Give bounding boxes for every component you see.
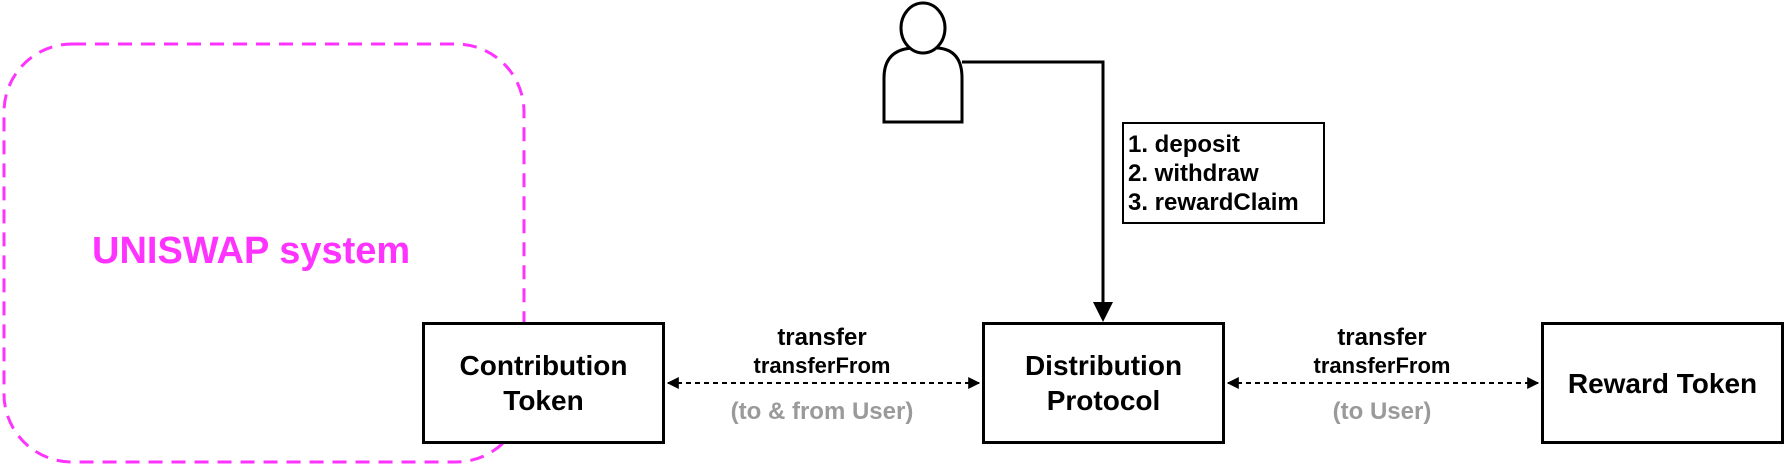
distribution-protocol-label-line2: Protocol [1046, 385, 1161, 416]
left-arrow-transfer: transfer [777, 324, 867, 351]
contribution-token-box: Contribution Token [422, 322, 665, 444]
user-icon [882, 1, 964, 124]
action-withdraw: 2. withdraw [1128, 160, 1259, 187]
left-arrow-note: (to & from User) [730, 398, 914, 425]
uniswap-label: UNISWAP system [92, 230, 411, 272]
reward-token-label: Reward Token [1567, 367, 1758, 399]
right-arrow-transfer: transfer [1337, 324, 1427, 351]
reward-token-box: Reward Token [1541, 322, 1784, 444]
right-arrow-label: transfer transferFrom [1282, 324, 1482, 380]
left-arrow-transfer-from: transferFrom [753, 353, 891, 378]
user-connector [962, 60, 1105, 314]
distribution-protocol-box: Distribution Protocol [982, 322, 1225, 444]
right-arrow-transfer-from: transferFrom [1313, 353, 1451, 378]
contribution-token-label-line1: Contribution [459, 350, 628, 381]
action-reward-claim: 3. rewardClaim [1128, 189, 1299, 216]
left-arrow-label: transfer transferFrom [722, 324, 922, 380]
action-deposit: 1. deposit [1128, 131, 1241, 158]
user-connector-arrowhead [1093, 302, 1113, 322]
uniswap-region-border [2, 42, 526, 464]
actions-box: 1. deposit 2. withdraw 3. rewardClaim [1122, 122, 1325, 224]
distribution-protocol-label-line1: Distribution [1024, 350, 1183, 381]
right-arrow-note: (to User) [1332, 398, 1432, 425]
contribution-token-label-line2: Token [503, 385, 584, 416]
